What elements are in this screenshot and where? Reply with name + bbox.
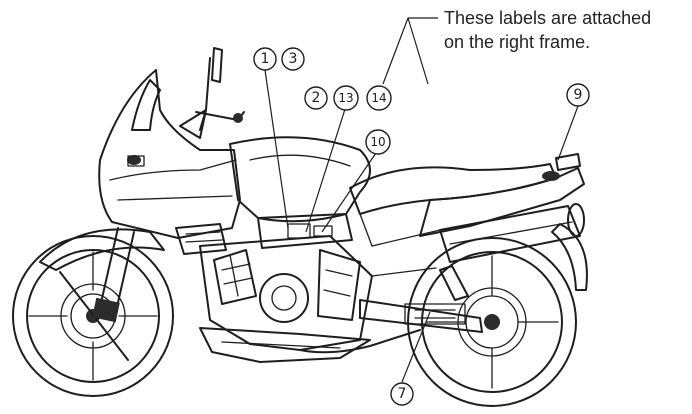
callout-2: 2 <box>304 86 328 110</box>
callout-9: 9 <box>566 83 590 107</box>
callout-13: 13 <box>333 85 359 111</box>
callout-2-text: 2 <box>312 90 321 106</box>
swingarm <box>359 265 483 333</box>
callout-leaders <box>264 69 579 383</box>
rear-fender <box>551 223 588 291</box>
label-location-note: These labels are attached on the right f… <box>444 6 651 54</box>
callout-13-text: 13 <box>338 91 353 105</box>
exhaust-headers <box>299 329 421 354</box>
front-wheel <box>12 235 174 397</box>
callout-14: 14 <box>366 85 392 111</box>
callout-9-text: 9 <box>574 87 583 103</box>
fuel-tank <box>229 136 371 223</box>
tail-cowl <box>419 153 585 237</box>
callout-1-text: 1 <box>261 51 270 67</box>
seat <box>349 163 557 215</box>
belly-pan <box>199 327 371 363</box>
callout-14-text: 14 <box>371 91 386 105</box>
note-line-2: on the right frame. <box>444 32 591 52</box>
callout-3-text: 3 <box>289 51 298 67</box>
callout-7: 7 <box>390 382 414 406</box>
callout-1: 1 <box>253 47 277 71</box>
handlebar-mirror <box>179 47 245 139</box>
callout-10: 10 <box>365 129 391 155</box>
side-panel <box>257 213 353 249</box>
rear-wheel <box>407 237 577 407</box>
callout-3: 3 <box>281 47 305 71</box>
callout-7-text: 7 <box>398 386 407 402</box>
callout-10-text: 10 <box>370 135 385 149</box>
engine <box>199 235 373 351</box>
muffler <box>439 203 585 263</box>
front-fairing <box>98 69 241 255</box>
frame-rail <box>359 213 441 277</box>
note-leaders <box>382 17 438 85</box>
front-fork <box>39 227 165 323</box>
note-line-1: These labels are attached <box>444 8 652 28</box>
